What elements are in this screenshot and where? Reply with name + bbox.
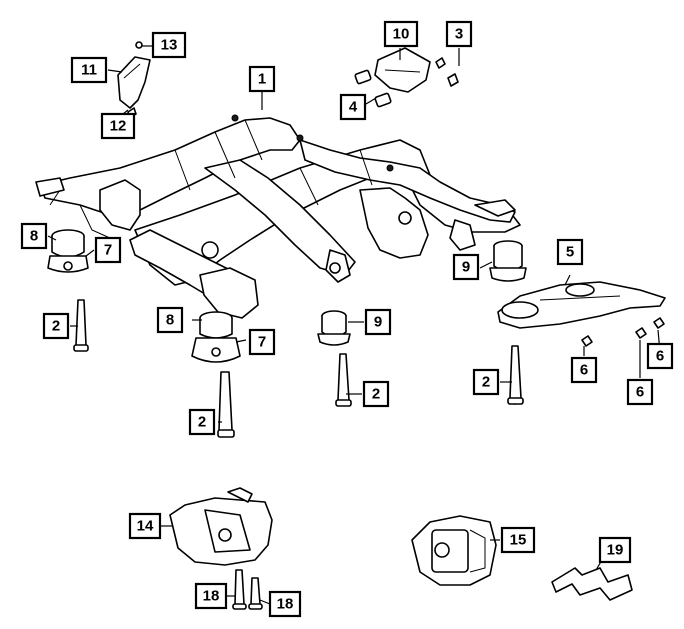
callout-7b-label: 7 <box>258 334 266 351</box>
callout-12-label: 12 <box>110 118 127 135</box>
part-2-bolt-right <box>507 345 524 405</box>
part-7-bushing-lower-center <box>191 337 241 363</box>
callout-2a-label: 2 <box>52 318 60 335</box>
part-5-control-arm <box>497 281 666 329</box>
callout-4-label: 4 <box>349 99 358 116</box>
callout-15: 15 <box>500 526 536 554</box>
part-2-bolt-center-left <box>217 371 235 438</box>
callout-5: 5 <box>556 238 584 266</box>
callout-2c-label: 2 <box>372 386 380 403</box>
callout-14: 14 <box>128 512 162 540</box>
callout-6-c: 6 <box>626 378 654 406</box>
part-3-fasteners <box>435 57 459 87</box>
callout-7-center: 7 <box>248 328 276 356</box>
callout-2b-label: 2 <box>198 414 206 431</box>
callout-6b-label: 6 <box>656 348 664 365</box>
callout-6-a: 6 <box>570 356 598 384</box>
callout-2-center-right: 2 <box>362 380 390 408</box>
part-8-bushing-upper-center <box>199 311 233 339</box>
callout-10-label: 10 <box>393 26 410 43</box>
callout-11: 11 <box>70 56 108 84</box>
part-6-screws <box>581 317 665 347</box>
callout-19-label: 19 <box>607 542 624 559</box>
part-18-bolts <box>232 569 263 610</box>
front-cradle-frame <box>35 114 521 319</box>
callout-6c-label: 6 <box>636 384 644 401</box>
callout-3: 3 <box>445 20 473 48</box>
callout-9-right: 9 <box>452 253 480 281</box>
part-7-bushing-lower-left <box>47 255 89 273</box>
part-8-bushing-upper-left <box>51 229 85 258</box>
part-9-bushing-center <box>317 310 351 346</box>
callout-18a-label: 18 <box>203 588 220 605</box>
callout-4: 4 <box>339 93 367 121</box>
callout-15-label: 15 <box>510 532 527 549</box>
callout-11-label: 11 <box>81 62 97 79</box>
callout-18-left: 18 <box>194 582 228 610</box>
callout-9a-label: 9 <box>374 314 382 331</box>
callout-2d-label: 2 <box>482 374 490 391</box>
callout-19: 19 <box>598 536 632 564</box>
part-4-bushings <box>354 69 392 108</box>
callout-7a-label: 7 <box>104 242 112 259</box>
part-2-bolt-left <box>73 299 89 352</box>
part-19-clip <box>551 567 633 601</box>
callout-12: 12 <box>100 112 136 140</box>
callout-8b-label: 8 <box>166 312 174 329</box>
callout-1-label: 1 <box>258 71 266 88</box>
part-9-bushing-right <box>489 240 527 282</box>
callout-13: 13 <box>151 31 187 59</box>
part-15-mount <box>411 515 497 586</box>
leader-lines <box>47 45 661 605</box>
callout-8a-label: 8 <box>30 228 38 245</box>
part-2-bolt-center-right <box>335 353 352 407</box>
callout-18b-label: 18 <box>277 596 294 613</box>
callout-2-center-left: 2 <box>188 408 216 436</box>
callout-7-left: 7 <box>94 236 122 264</box>
callout-5-label: 5 <box>566 244 574 261</box>
callout-2-left: 2 <box>42 312 70 340</box>
callout-13-label: 13 <box>161 37 178 54</box>
callout-6-b: 6 <box>646 342 674 370</box>
callout-2-right: 2 <box>472 368 500 396</box>
callout-1: 1 <box>248 65 276 93</box>
callout-9b-label: 9 <box>462 259 470 276</box>
callout-8-left: 8 <box>20 222 48 250</box>
callout-10: 10 <box>383 20 419 48</box>
callout-8-center: 8 <box>156 306 184 334</box>
callout-14-label: 14 <box>137 518 154 535</box>
callout-6a-label: 6 <box>580 362 588 379</box>
part-13-clip <box>135 41 143 49</box>
part-14-engine-mount <box>169 487 273 566</box>
part-11-bracket <box>117 56 151 109</box>
part-10-shield <box>374 47 431 93</box>
callout-18-right: 18 <box>268 590 302 618</box>
callout-3-label: 3 <box>455 26 463 43</box>
callout-9-center: 9 <box>364 308 392 336</box>
